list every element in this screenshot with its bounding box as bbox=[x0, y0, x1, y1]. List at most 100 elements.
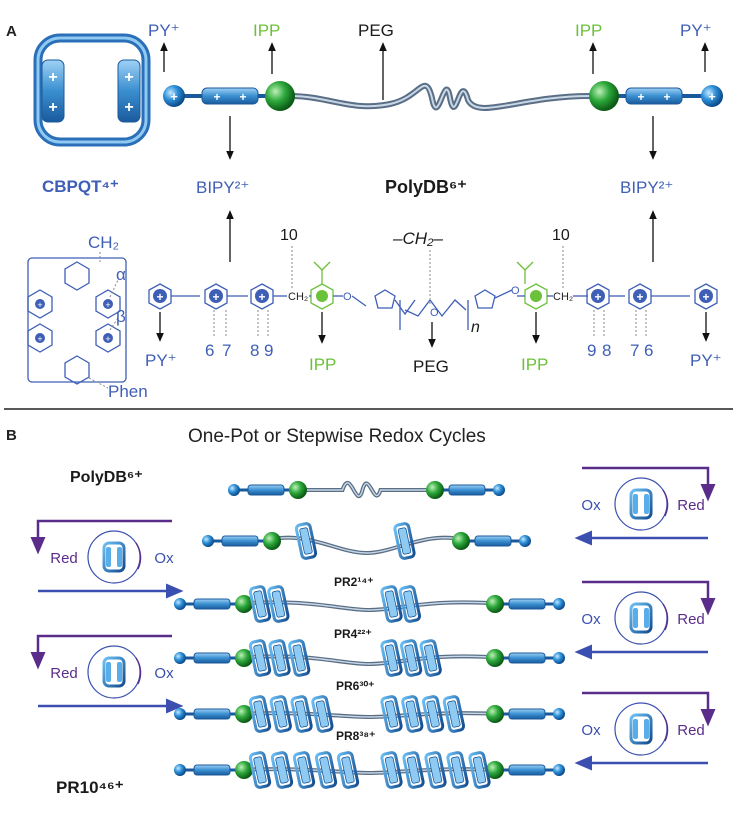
cbpqt-ring-bead bbox=[248, 585, 272, 623]
svg-text:+: + bbox=[105, 334, 110, 344]
panel-a-label: A bbox=[6, 23, 17, 40]
redox-cycle: Ox Red bbox=[574, 691, 716, 771]
cbpqt-ring-bead bbox=[248, 695, 272, 733]
cbpqt-ring-bead bbox=[380, 751, 403, 789]
num-right-3: 6 bbox=[644, 341, 653, 360]
svg-text:+: + bbox=[37, 334, 42, 344]
peg-bottom: PEG bbox=[413, 357, 449, 376]
cbpqt-ring-bead bbox=[288, 639, 311, 677]
pr6-label: PR6³⁰⁺ bbox=[336, 679, 374, 693]
peg-top: PEG bbox=[358, 21, 394, 40]
rotaxane-row bbox=[174, 585, 565, 623]
cbpqt-ring-bead bbox=[424, 751, 447, 789]
num-right-0: 9 bbox=[587, 341, 596, 360]
ipp-top-right: IPP bbox=[575, 21, 602, 40]
cbpqt-ring-bead bbox=[336, 751, 360, 789]
num-left-1: 7 bbox=[222, 341, 231, 360]
pr4-label: PR4²²⁺ bbox=[334, 627, 372, 641]
cycle-label-right: Red bbox=[677, 611, 705, 628]
cycle-label-left: Ox bbox=[581, 611, 601, 628]
cycle-label-right: Ox bbox=[154, 550, 174, 567]
num-left-0: 6 bbox=[205, 341, 214, 360]
svg-text:+: + bbox=[239, 90, 246, 104]
redox-cycle: Red Ox bbox=[30, 634, 184, 714]
o-right: O bbox=[511, 285, 520, 297]
ch2-mid: –CH₂– bbox=[392, 229, 443, 248]
o-mid: O bbox=[430, 307, 439, 319]
svg-text:+: + bbox=[258, 290, 265, 304]
cbpqt-ring-bead bbox=[267, 585, 290, 623]
cbpqt-phen: Phen bbox=[108, 382, 148, 401]
cycle-label-left: Red bbox=[50, 665, 78, 682]
svg-text:+: + bbox=[37, 300, 42, 310]
ten-right: 10 bbox=[552, 227, 570, 244]
cbpqt-ring-bead bbox=[292, 751, 316, 789]
svg-text:+: + bbox=[663, 90, 670, 104]
ipp-top-left: IPP bbox=[253, 21, 280, 40]
cbpqt-ring-bead bbox=[294, 522, 318, 560]
num-right-1: 8 bbox=[602, 341, 611, 360]
cbpqt-ring-bead bbox=[380, 585, 403, 623]
svg-text:+: + bbox=[637, 90, 644, 104]
cycle-label-right: Red bbox=[677, 722, 705, 739]
rotaxane-row bbox=[202, 522, 531, 560]
ch2-link-right: CH₂ bbox=[553, 291, 573, 303]
rotaxane-row bbox=[228, 480, 505, 499]
cbpqt-ring-bead bbox=[314, 751, 338, 789]
cbpqt-ch2: CH₂ bbox=[88, 233, 119, 252]
pr2-label: PR2¹⁴⁺ bbox=[334, 575, 374, 589]
rotaxane-row bbox=[174, 695, 565, 733]
cycle-label-left: Ox bbox=[581, 722, 601, 739]
svg-text:+: + bbox=[156, 290, 163, 304]
panel-b-label: B bbox=[6, 427, 17, 444]
panel-b-title: One-Pot or Stepwise Redox Cycles bbox=[188, 426, 486, 447]
py-bottom-right: PY⁺ bbox=[690, 351, 722, 370]
cbpqt-ring-bead bbox=[401, 695, 424, 733]
svg-text:+: + bbox=[170, 89, 178, 104]
cbpqt-ring-bead bbox=[421, 695, 445, 733]
ipp-bottom-right: IPP bbox=[521, 355, 548, 374]
cbpqt-ring-bead bbox=[270, 751, 294, 789]
svg-text:+: + bbox=[213, 90, 220, 104]
cbpqt-ring-bead bbox=[393, 522, 416, 560]
svg-text:+: + bbox=[48, 99, 57, 116]
cbpqt-ring-bead bbox=[402, 751, 425, 789]
ten-left: 10 bbox=[280, 227, 298, 244]
num-right-2: 7 bbox=[630, 341, 639, 360]
svg-text:+: + bbox=[636, 290, 643, 304]
cbpqt-ring-bead bbox=[269, 695, 292, 733]
py-top-right: PY⁺ bbox=[680, 21, 712, 40]
rotaxane-rows bbox=[174, 480, 565, 789]
cbpqt-ring-bead bbox=[468, 751, 491, 789]
cbpqt-ring-bead bbox=[398, 585, 422, 623]
cbpqt-ring: + + + + bbox=[33, 33, 151, 147]
cbpqt-structure bbox=[27, 257, 127, 385]
cycle-label-left: Ox bbox=[581, 497, 601, 514]
redox-cycle: Ox Red bbox=[574, 580, 716, 660]
svg-text:+: + bbox=[48, 69, 57, 86]
cbpqt-ring-bead bbox=[248, 751, 272, 789]
bipy-right-label: BIPY²⁺ bbox=[620, 178, 673, 197]
cbpqt-ring-bead bbox=[399, 639, 423, 677]
svg-text:+: + bbox=[708, 89, 716, 104]
cbpqt-ring-bead bbox=[268, 639, 291, 677]
svg-text:+: + bbox=[594, 290, 601, 304]
svg-text:+: + bbox=[212, 290, 219, 304]
cbpqt-ring-bead bbox=[290, 695, 313, 733]
cbpqt-alpha: α bbox=[116, 265, 126, 284]
cbpqt-ring-bead bbox=[442, 695, 466, 733]
cycle-label-right: Ox bbox=[154, 665, 174, 682]
cbpqt-ring-bead bbox=[380, 695, 403, 733]
cbpqt-label: CBPQT⁴⁺ bbox=[42, 177, 119, 196]
top-arrows bbox=[160, 42, 709, 100]
rotaxane-row bbox=[174, 751, 565, 789]
pr8-label: PR8³⁸⁺ bbox=[336, 729, 375, 743]
svg-text:+: + bbox=[702, 290, 709, 304]
pr10-label: PR10⁴⁶⁺ bbox=[56, 778, 124, 797]
o-left: O bbox=[343, 291, 352, 303]
svg-text:+: + bbox=[105, 300, 110, 310]
num-left-3: 9 bbox=[264, 341, 273, 360]
